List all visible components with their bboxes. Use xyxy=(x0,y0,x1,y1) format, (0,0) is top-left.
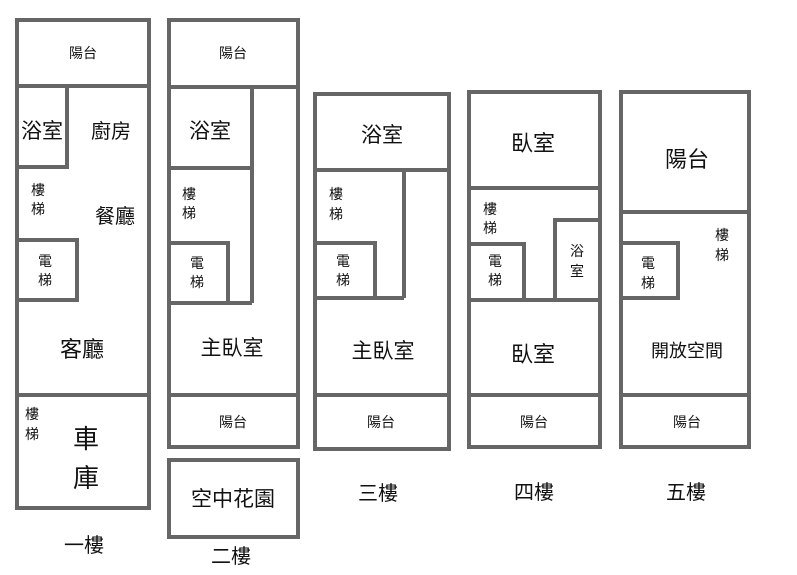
floor-2-elevator-wall xyxy=(167,241,230,305)
floor-5-balcony-label: 陽台 xyxy=(673,415,701,431)
floor-5-elevator-label-2: 梯 xyxy=(641,276,655,292)
floor-5-elevator-wall xyxy=(619,241,680,300)
floor-4-bath-label-1: 浴 xyxy=(570,244,584,260)
floor-1-stairs2-label-2: 梯 xyxy=(25,427,39,443)
floor-4-stairs-label-1: 樓 xyxy=(483,202,497,218)
floor-3-plan: 浴室 樓 梯 電 梯 主臥室 陽台 三樓 xyxy=(313,92,451,505)
floor-1-stairs2-label-1: 樓 xyxy=(25,407,39,423)
floor-2-balcony-label: 陽台 xyxy=(219,46,247,62)
floor-5-stairs-label-1: 樓 xyxy=(715,228,729,244)
floor-2-garden-outline xyxy=(167,458,300,539)
floor-4-bedroom2-label: 臥室 xyxy=(511,343,555,368)
floor-4-plan: 臥室 樓 梯 電 梯 浴 室 臥室 陽台 四樓 xyxy=(467,90,602,504)
floor-1-stairs-label-2: 梯 xyxy=(31,202,45,218)
floor-4-bedroom1-label: 臥室 xyxy=(511,132,555,157)
floor-2-bath-label: 浴室 xyxy=(189,119,231,143)
floor-4-balcony-label: 陽台 xyxy=(520,415,548,431)
floor-1-garage-label-2: 庫 xyxy=(73,464,99,494)
floor-3-elevator-wall xyxy=(313,241,377,300)
floor-1-elevator-wall xyxy=(15,238,79,302)
floor-1-living-label: 客廳 xyxy=(60,338,104,363)
floor-1-elevator-label-2: 梯 xyxy=(38,273,52,289)
floor-2-title: 二樓 xyxy=(211,544,251,568)
floor-1-garage-label-1: 車 xyxy=(73,425,99,455)
floor-1-bath-wall xyxy=(15,84,69,169)
floor-3-balcony-label: 陽台 xyxy=(367,415,395,431)
floor-4-elevator-label-2: 梯 xyxy=(488,273,502,289)
floor-1-bath-label: 浴室 xyxy=(21,119,63,143)
floor-4-stairs-label-2: 梯 xyxy=(483,221,497,237)
floor-5-plan: 陽台 樓 梯 電 梯 開放空間 陽台 五樓 xyxy=(619,90,751,504)
floor-3-title: 三樓 xyxy=(358,481,398,505)
floor-3-master-bedroom-label: 主臥室 xyxy=(352,339,415,363)
floor-1-dining-label: 餐廳 xyxy=(95,204,135,228)
floor-3-stairs-label-1: 樓 xyxy=(329,187,343,203)
floor-4-elevator-label-1: 電 xyxy=(488,254,502,270)
floor-2-stairs-label-2: 梯 xyxy=(182,206,196,222)
floor-3-stairs-label-2: 梯 xyxy=(329,207,343,223)
floor-5-open-space-label: 開放空間 xyxy=(651,341,723,362)
floor-3-elevator-label-1: 電 xyxy=(336,254,350,270)
floor-2-elevator-label-1: 電 xyxy=(190,256,204,272)
floor-5-elevator-label-1: 電 xyxy=(641,256,655,272)
floor-5-stairs-label-2: 梯 xyxy=(715,248,729,264)
floor-1-balcony-label: 陽台 xyxy=(69,46,97,62)
floor-4-bath-label-2: 室 xyxy=(570,263,584,280)
floor-4-elevator-wall xyxy=(467,242,526,302)
floor-3-elevator-label-2: 梯 xyxy=(336,273,350,289)
floor-2-plan: 陽台 浴室 樓 梯 電 梯 主臥室 陽台 空中花園 二樓 xyxy=(167,18,300,568)
floor-2-stairs-label-1: 樓 xyxy=(182,187,196,203)
floor-1-kitchen-label: 廚房 xyxy=(91,119,131,143)
floor-3-bath-label: 浴室 xyxy=(361,123,403,147)
floor-4-bath-wall xyxy=(553,218,602,302)
floor-2-outline xyxy=(167,18,300,449)
floor-1-plan: 陽台 浴室 廚房 樓 梯 餐廳 電 梯 客廳 樓 梯 車 庫 一樓 xyxy=(15,18,151,557)
floor-2-elevator-label-2: 梯 xyxy=(190,275,204,291)
floor-5-title: 五樓 xyxy=(666,480,706,504)
floor-1-title: 一樓 xyxy=(64,533,104,557)
floor-2-garden-label: 空中花園 xyxy=(191,487,275,511)
floor-5-balcony-top-label: 陽台 xyxy=(665,148,709,173)
floor-2-master-bedroom-label: 主臥室 xyxy=(201,336,264,360)
floor-1-elevator-label-1: 電 xyxy=(38,254,52,270)
floor-4-title: 四樓 xyxy=(514,480,554,504)
floor-2-balcony2-label: 陽台 xyxy=(219,415,247,431)
floor-1-stairs-label-1: 樓 xyxy=(31,183,45,199)
